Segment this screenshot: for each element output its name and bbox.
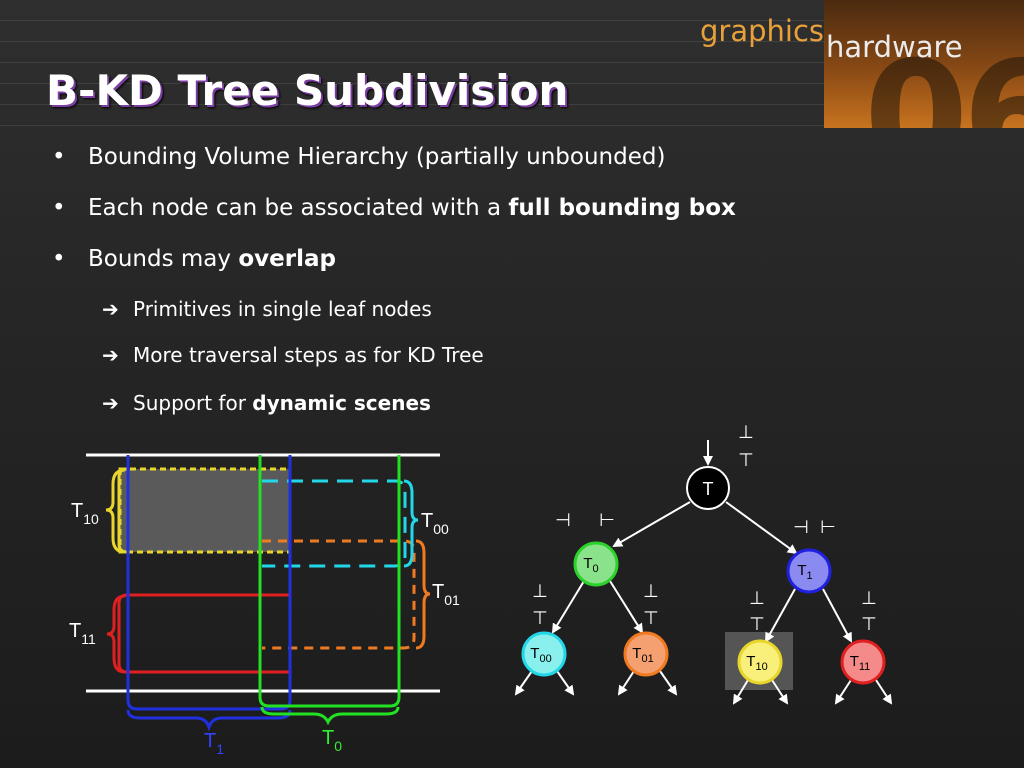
tree-node-t10: T10	[737, 639, 783, 685]
t1-region	[126, 455, 292, 711]
bullet-item: •Bounds may overlap	[52, 246, 336, 272]
logo-hardware-text: hardware	[826, 30, 963, 64]
t11-label: T11	[69, 620, 96, 647]
logo-year: 06	[864, 30, 1024, 128]
split-plane-symbol: ⊣	[793, 517, 809, 537]
t0-region	[258, 455, 401, 708]
edge-t0-t00	[551, 580, 585, 634]
split-plane-symbol: ⊥	[861, 588, 877, 608]
split-plane-symbol: ⊤	[532, 608, 548, 628]
leaf-arrow	[514, 670, 533, 696]
conference-logo: 06	[824, 0, 1024, 128]
bullet-item: •Bounding Volume Hierarchy (partially un…	[52, 144, 666, 170]
slide-title: B-KD Tree Subdivision	[46, 66, 569, 115]
svg-text:T01: T01	[632, 645, 653, 665]
t00-label: T00	[421, 510, 449, 537]
t01-label: T01	[432, 581, 460, 608]
split-plane-symbol: ⊥	[643, 581, 659, 601]
leaf-arrow	[875, 679, 893, 705]
edge-t1-t11	[822, 588, 852, 643]
svg-text:T1: T1	[797, 562, 812, 582]
sub-bullet-item: ➔Primitives in single leaf nodes	[102, 297, 432, 321]
t01-region	[262, 539, 416, 650]
t00-brace	[403, 479, 419, 568]
split-plane-symbol: ⊢	[820, 517, 836, 537]
svg-text:T00: T00	[530, 645, 551, 665]
leaf-arrow	[771, 679, 789, 705]
t1-brace	[126, 709, 292, 732]
tree-node-root: T	[686, 466, 730, 510]
edge-root-t1	[725, 501, 798, 555]
header-lines	[0, 0, 824, 130]
split-plane-symbol: ⊤	[749, 614, 765, 634]
split-plane-symbol: ⊢	[599, 510, 615, 530]
t0-brace	[260, 706, 400, 726]
svg-text:T10: T10	[746, 653, 767, 673]
split-plane-symbol: ⊤	[861, 614, 877, 634]
edge-t1-t10	[765, 588, 796, 643]
edge-t0-t01	[609, 580, 644, 634]
t10-region-fill	[120, 469, 290, 552]
edge-root-t0	[612, 501, 691, 548]
tree-node-t01: T01	[623, 631, 669, 677]
svg-text:T11: T11	[850, 653, 871, 673]
leaf-arrow	[617, 670, 635, 696]
t10-label: T10	[71, 500, 99, 527]
bullet-dot: •	[52, 144, 66, 170]
tree-node-t0: T0	[573, 541, 619, 587]
arrow-icon: ➔	[102, 297, 119, 321]
leaf-arrow	[834, 679, 852, 705]
sub-bullet-item: ➔More traversal steps as for KD Tree	[102, 343, 484, 367]
arrow-icon: ➔	[102, 391, 119, 415]
t0-label: T0	[322, 727, 342, 754]
split-plane-symbol: ⊥	[532, 581, 548, 601]
tree-node-t00: T00	[521, 631, 567, 677]
arrow-icon: ➔	[102, 343, 119, 367]
split-plane-symbol: ⊥	[738, 422, 754, 442]
split-plane-symbol: ⊤	[643, 608, 659, 628]
t1-label: T1	[204, 730, 224, 757]
tree-node-t11: T11	[840, 639, 886, 685]
split-plane-symbol: ⊤	[738, 450, 754, 470]
split-plane-symbol: ⊥	[749, 588, 765, 608]
tree-node-t1: T1	[786, 548, 832, 594]
logo-graphics-text: graphics	[700, 14, 825, 48]
bullet-dot: •	[52, 195, 66, 221]
svg-text:T: T	[703, 479, 714, 499]
svg-text:T0: T0	[583, 555, 598, 575]
bullet-item: •Each node can be associated with a full…	[52, 195, 736, 221]
leaf-arrow	[732, 679, 749, 705]
sub-bullet-item: ➔Support for dynamic scenes	[102, 391, 431, 415]
leaf-arrow	[659, 670, 678, 696]
t10-brace	[105, 468, 126, 554]
leaf-arrow	[556, 670, 575, 696]
t11-brace	[106, 594, 126, 674]
bullet-dot: •	[52, 246, 66, 272]
split-plane-symbol: ⊣	[555, 510, 571, 530]
t01-brace	[415, 539, 431, 650]
